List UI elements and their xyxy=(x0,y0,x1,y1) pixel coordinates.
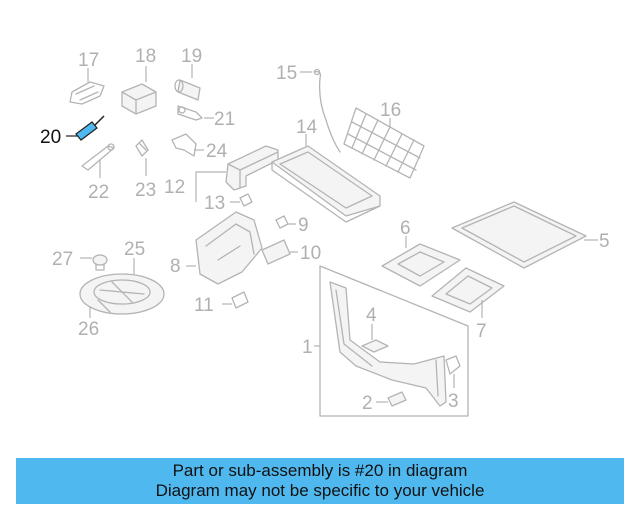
part-11-drawing xyxy=(222,291,249,309)
part-22-drawing xyxy=(81,143,115,178)
callout-10: 10 xyxy=(300,243,321,264)
part-25-drawing xyxy=(79,258,165,315)
callout-15: 15 xyxy=(276,63,297,84)
callout-20: 20 xyxy=(40,127,61,148)
callout-3: 3 xyxy=(448,391,459,412)
callout-16: 16 xyxy=(380,100,401,121)
part-10-drawing xyxy=(261,239,298,265)
callout-19: 19 xyxy=(181,46,202,67)
callout-22: 22 xyxy=(88,182,109,203)
callout-2: 2 xyxy=(362,393,373,414)
part-7-drawing xyxy=(431,267,505,318)
callout-27: 27 xyxy=(52,249,73,270)
callout-13: 13 xyxy=(204,193,225,214)
banner-part-text: Part or sub-assembly is #20 in diagram xyxy=(172,461,468,480)
part-5-drawing xyxy=(451,201,598,269)
part-2-drawing xyxy=(376,391,407,407)
callout-18: 18 xyxy=(135,46,156,67)
callout-14: 14 xyxy=(296,117,318,138)
callout-4: 4 xyxy=(366,305,377,326)
part-24-drawing xyxy=(171,133,204,157)
callout-1: 1 xyxy=(302,337,313,358)
part-15-drawing xyxy=(300,68,341,153)
part-21-drawing xyxy=(177,105,214,121)
part-3-drawing xyxy=(445,355,461,388)
part-27-drawing xyxy=(80,254,108,271)
part-6-drawing xyxy=(381,236,461,287)
callout-8: 8 xyxy=(170,256,181,277)
part-1-drawing xyxy=(314,265,469,417)
parts-diagram: 17 18 19 20 21 22 23 24 12 13 14 15 16 5… xyxy=(40,46,610,417)
part-17-drawing xyxy=(69,68,105,105)
callout-11: 11 xyxy=(194,295,214,316)
part-23-drawing xyxy=(135,139,149,176)
callout-9: 9 xyxy=(298,215,309,236)
part-4-drawing xyxy=(361,324,389,353)
callout-26: 26 xyxy=(78,319,99,340)
part-19-drawing xyxy=(174,64,201,101)
callout-6: 6 xyxy=(400,218,411,239)
info-banner: Part or sub-assembly is #20 in diagram D… xyxy=(16,458,624,504)
part-18-drawing xyxy=(121,66,157,115)
callout-21: 21 xyxy=(214,109,235,130)
part-9-drawing xyxy=(275,215,296,229)
callout-7: 7 xyxy=(476,321,487,342)
callout-25: 25 xyxy=(124,239,145,260)
part-20-drawing xyxy=(66,115,105,141)
part-13-drawing xyxy=(230,193,253,207)
callout-23: 23 xyxy=(135,180,156,201)
part-12-drawing xyxy=(195,145,279,202)
part-16-drawing xyxy=(343,107,425,179)
callout-12: 12 xyxy=(164,177,185,198)
banner-disclaimer-text: Diagram may not be specific to your vehi… xyxy=(155,481,485,500)
callout-24: 24 xyxy=(206,141,228,162)
callout-17: 17 xyxy=(78,50,99,71)
part-8-drawing xyxy=(186,211,263,285)
callout-5: 5 xyxy=(599,231,610,252)
part-14-drawing xyxy=(271,134,381,223)
